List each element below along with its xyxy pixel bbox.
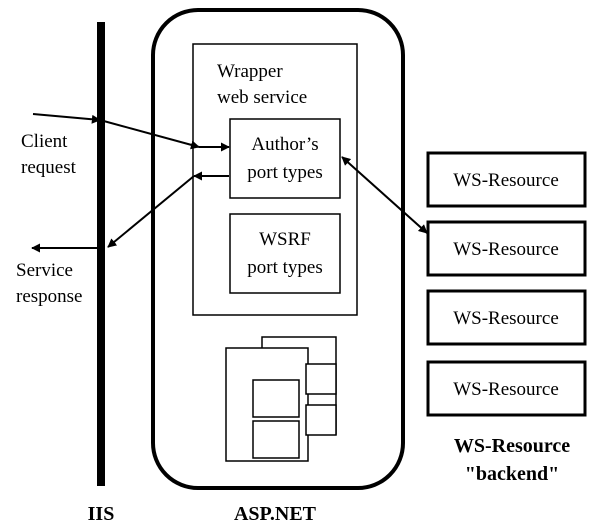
authors-port-types-box bbox=[229, 118, 341, 199]
client-request-label-line1: Client bbox=[21, 131, 68, 152]
authors-port-types-line2: port types bbox=[247, 162, 322, 183]
wrapper-label-line2: web service bbox=[217, 87, 307, 108]
authors-to-resource-bidirectional-arrow bbox=[341, 156, 428, 234]
authors-port-types-line1: Author’s bbox=[251, 134, 318, 155]
ws-resource-box-4 bbox=[426, 360, 587, 417]
aspnet-container bbox=[151, 8, 405, 490]
ws-resource-label-3: WS-Resource bbox=[453, 308, 559, 329]
document-pages-icon bbox=[225, 336, 337, 462]
client-request-label-line2: request bbox=[21, 157, 77, 178]
aspnet-label: ASP.NET bbox=[234, 503, 317, 525]
ws-resource-box-3 bbox=[426, 289, 587, 346]
wsrf-port-types-line1: WSRF bbox=[259, 229, 311, 250]
service-response-label-line2: response bbox=[16, 286, 82, 307]
ws-resource-label-2: WS-Resource bbox=[453, 239, 559, 260]
response-to-iis-arrow bbox=[107, 175, 195, 248]
backend-caption-line2: "backend" bbox=[465, 463, 559, 485]
backend-caption-line1: WS-Resource bbox=[454, 435, 570, 457]
client-request-arrow-forward bbox=[99, 119, 200, 150]
ws-resource-box-1 bbox=[426, 151, 587, 208]
ws-resource-label-1: WS-Resource bbox=[453, 170, 559, 191]
ws-resource-list: WS-Resource WS-Resource WS-Resource WS-R… bbox=[426, 151, 587, 417]
wsrf-port-types-box bbox=[229, 213, 341, 294]
wrapper-label-line1: Wrapper bbox=[217, 61, 283, 82]
client-request-arrow-in bbox=[32, 113, 101, 124]
wsrf-port-types-line2: port types bbox=[247, 257, 322, 278]
iis-label: IIS bbox=[88, 503, 115, 525]
ws-resource-label-4: WS-Resource bbox=[453, 379, 559, 400]
service-response-label-line1: Service bbox=[16, 260, 73, 281]
ws-resource-box-2 bbox=[426, 220, 587, 277]
